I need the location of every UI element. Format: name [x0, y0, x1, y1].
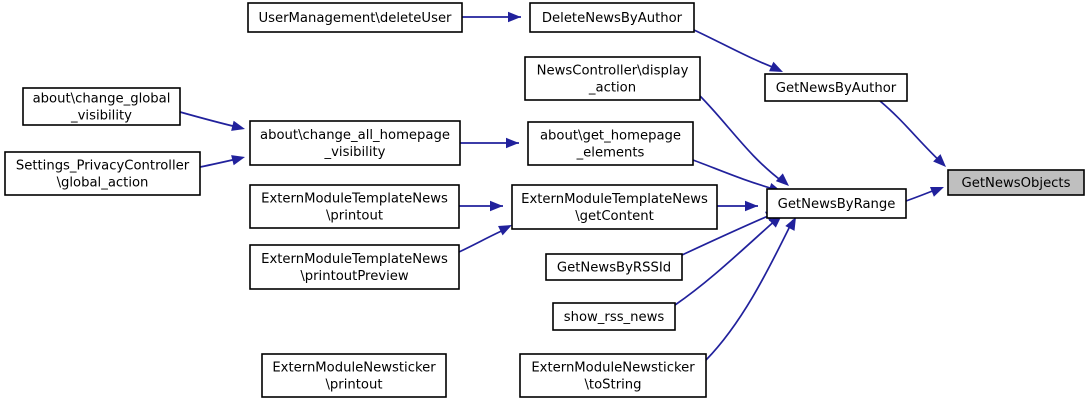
node-n14[interactable]: show_rss_news — [552, 302, 676, 331]
node-box — [545, 253, 683, 281]
node-n11[interactable]: GetNewsByRange — [766, 188, 907, 219]
node-n9[interactable]: ExternModuleTemplateNews \printout — [249, 184, 460, 229]
edge-n3-to-n8 — [879, 100, 945, 166]
node-box — [764, 73, 908, 102]
edge-n4-to-n5 — [179, 111, 242, 129]
node-label-line2: _action — [588, 81, 636, 96]
node-label-line1: DeleteNewsByAuthor — [542, 11, 683, 26]
node-n2[interactable]: NewsController\display _action — [524, 56, 701, 101]
node-label-line1: UserManagement\deleteUser — [259, 11, 453, 26]
arrowhead — [231, 120, 245, 131]
node-n15[interactable]: ExternModuleNewsticker \printout — [261, 353, 447, 398]
arrowhead — [769, 61, 783, 72]
node-box — [766, 188, 907, 219]
node-box — [527, 121, 694, 166]
edge-n1-to-n3 — [693, 29, 781, 71]
node-label-line1: about\change_all_homepage — [260, 128, 450, 143]
node-label-line1: GetNewsByAuthor — [776, 81, 897, 96]
node-label-line1: GetNewsByRange — [778, 197, 896, 212]
arrowhead — [506, 137, 519, 149]
node-label-line2: _visibility — [70, 109, 132, 124]
edge-n16-to-n11 — [705, 219, 794, 361]
node-box — [249, 120, 461, 166]
node-label-line1: GetNewsByRSSId — [557, 261, 671, 276]
node-label-line2: _visibility — [324, 145, 386, 160]
node-label-line1: about\get_homepage — [540, 129, 681, 144]
arrowhead — [498, 225, 512, 236]
arrowhead — [785, 217, 796, 231]
node-label-line2: \toString — [584, 378, 641, 393]
node-label-line2: \printoutPreview — [300, 269, 409, 284]
node-label-line2: \getContent — [575, 209, 654, 224]
node-label-line2: _elements — [576, 146, 645, 161]
arrowhead — [508, 11, 521, 23]
node-box — [524, 56, 701, 101]
node-n4[interactable]: about\change_global _visibility — [22, 87, 181, 126]
arrowhead — [231, 155, 245, 166]
node-label-line1: show_rss_news — [564, 310, 665, 325]
node-box — [4, 151, 201, 196]
node-label-line1: NewsController\display — [537, 64, 689, 79]
node-box — [249, 184, 460, 229]
node-box — [529, 2, 695, 33]
node-label-line1: ExternModuleNewsticker — [272, 361, 436, 376]
node-box — [947, 169, 1085, 196]
arrowhead — [929, 187, 944, 197]
arrowhead — [490, 200, 503, 212]
node-label-line1: ExternModuleNewsticker — [531, 361, 695, 376]
arrowhead — [933, 154, 946, 167]
edge-n12-to-n11 — [681, 212, 776, 256]
node-box — [22, 87, 181, 126]
node-box — [552, 302, 676, 331]
node-label-line1: ExternModuleTemplateNews — [261, 252, 448, 267]
edge-n14-to-n11 — [674, 217, 779, 306]
arrowhead — [745, 200, 758, 212]
edges-layer — [179, 16, 945, 361]
node-n12[interactable]: GetNewsByRSSId — [545, 253, 683, 281]
node-label-line2: \printout — [325, 378, 382, 393]
node-n8[interactable]: GetNewsObjects — [947, 169, 1085, 196]
node-box — [519, 353, 707, 398]
node-label-line2: \global_action — [57, 176, 149, 191]
node-label-line1: GetNewsObjects — [962, 176, 1071, 191]
edge-n2-to-n11 — [699, 95, 784, 183]
node-box — [247, 2, 463, 33]
node-box — [511, 184, 718, 230]
node-n3[interactable]: GetNewsByAuthor — [764, 73, 908, 102]
node-n5[interactable]: about\change_all_homepage _visibility — [249, 120, 461, 166]
edge-n6-to-n11 — [692, 159, 778, 191]
node-label-line1: Settings_PrivacyController — [16, 159, 190, 174]
node-n7[interactable]: Settings_PrivacyController \global_action — [4, 151, 201, 196]
node-n13[interactable]: ExternModuleTemplateNews \printoutPreview — [249, 244, 460, 290]
node-n0[interactable]: UserManagement\deleteUser — [247, 2, 463, 33]
edge-n13-to-n10 — [458, 227, 509, 253]
node-n16[interactable]: ExternModuleNewsticker \toString — [519, 353, 707, 398]
node-n10[interactable]: ExternModuleTemplateNews \getContent — [511, 184, 718, 230]
node-n1[interactable]: DeleteNewsByAuthor — [529, 2, 695, 33]
arrowhead — [775, 173, 789, 186]
node-n6[interactable]: about\get_homepage _elements — [527, 121, 694, 166]
node-label-line1: ExternModuleTemplateNews — [521, 192, 708, 207]
node-box — [261, 353, 447, 398]
node-label-line2: \printout — [326, 209, 383, 224]
node-box — [249, 244, 460, 290]
node-label-line1: about\change_global — [33, 92, 171, 107]
nodes-layer: UserManagement\deleteUser DeleteNewsByAut… — [4, 2, 1085, 398]
node-label-line1: ExternModuleTemplateNews — [261, 192, 448, 207]
